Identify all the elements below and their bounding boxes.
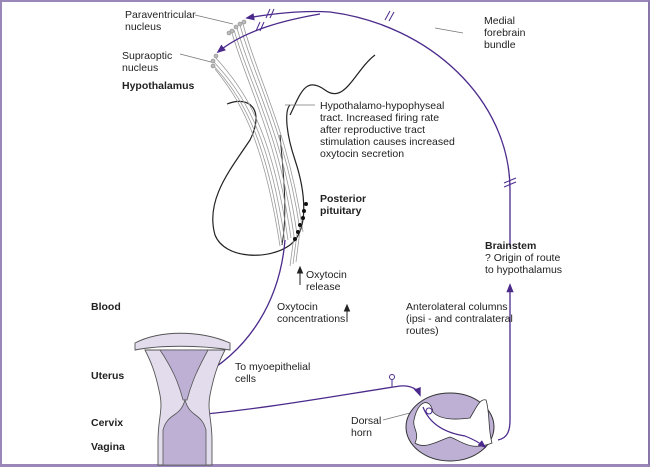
leader-lines [179,14,464,421]
uterus-illustration [134,332,231,466]
label-hypothalamo-hypophyseal-tract: Hypothalamo-hypophyseal tract. Increased… [320,100,455,160]
label-medial-forebrain-bundle: Medial forebrain bundle [484,15,526,51]
label-dorsal-horn: Dorsal horn [351,415,382,439]
label-blood: Blood [91,301,121,313]
label-hypothalamus: Hypothalamus [122,80,195,92]
increase-arrows [296,265,351,322]
label-cervix: Cervix [91,417,124,429]
neuron-cell-bodies [210,19,247,69]
label-brainstem-note: ? Origin of route to hypothalamus [485,252,563,276]
spinal-cord-cross-section [405,392,495,462]
nerve-terminals [293,202,308,241]
label-posterior-pituitary: Posterior pituitary [320,193,367,217]
neuron-fibers [212,23,304,267]
label-anterolateral-columns: Anterolateral columns (ipsi - and contra… [406,301,513,337]
medial-forebrain-pathway [245,10,511,247]
label-uterus: Uterus [91,370,125,382]
supraoptic-pathway [216,13,321,54]
break-marks [255,8,517,188]
pituitary-outline [212,100,305,256]
label-oxytocin-concentrations: Oxytocin concentrations [277,301,346,325]
dorsal-root-ganglion [389,374,395,380]
afferent-pathway [182,385,421,417]
label-supraoptic-nucleus: Supraoptic nucleus [122,50,173,74]
anterolateral-pathway [497,283,514,441]
label-vagina: Vagina [91,441,125,453]
label-brainstem: Brainstem [485,240,537,252]
label-paraventricular-nucleus: Paraventricular nucleus [125,9,196,33]
hypothalamus-outline [289,54,376,116]
label-oxytocin-release: Oxytocin release [306,269,347,293]
label-myoepithelial-cells: To myoepithelial cells [235,361,311,385]
